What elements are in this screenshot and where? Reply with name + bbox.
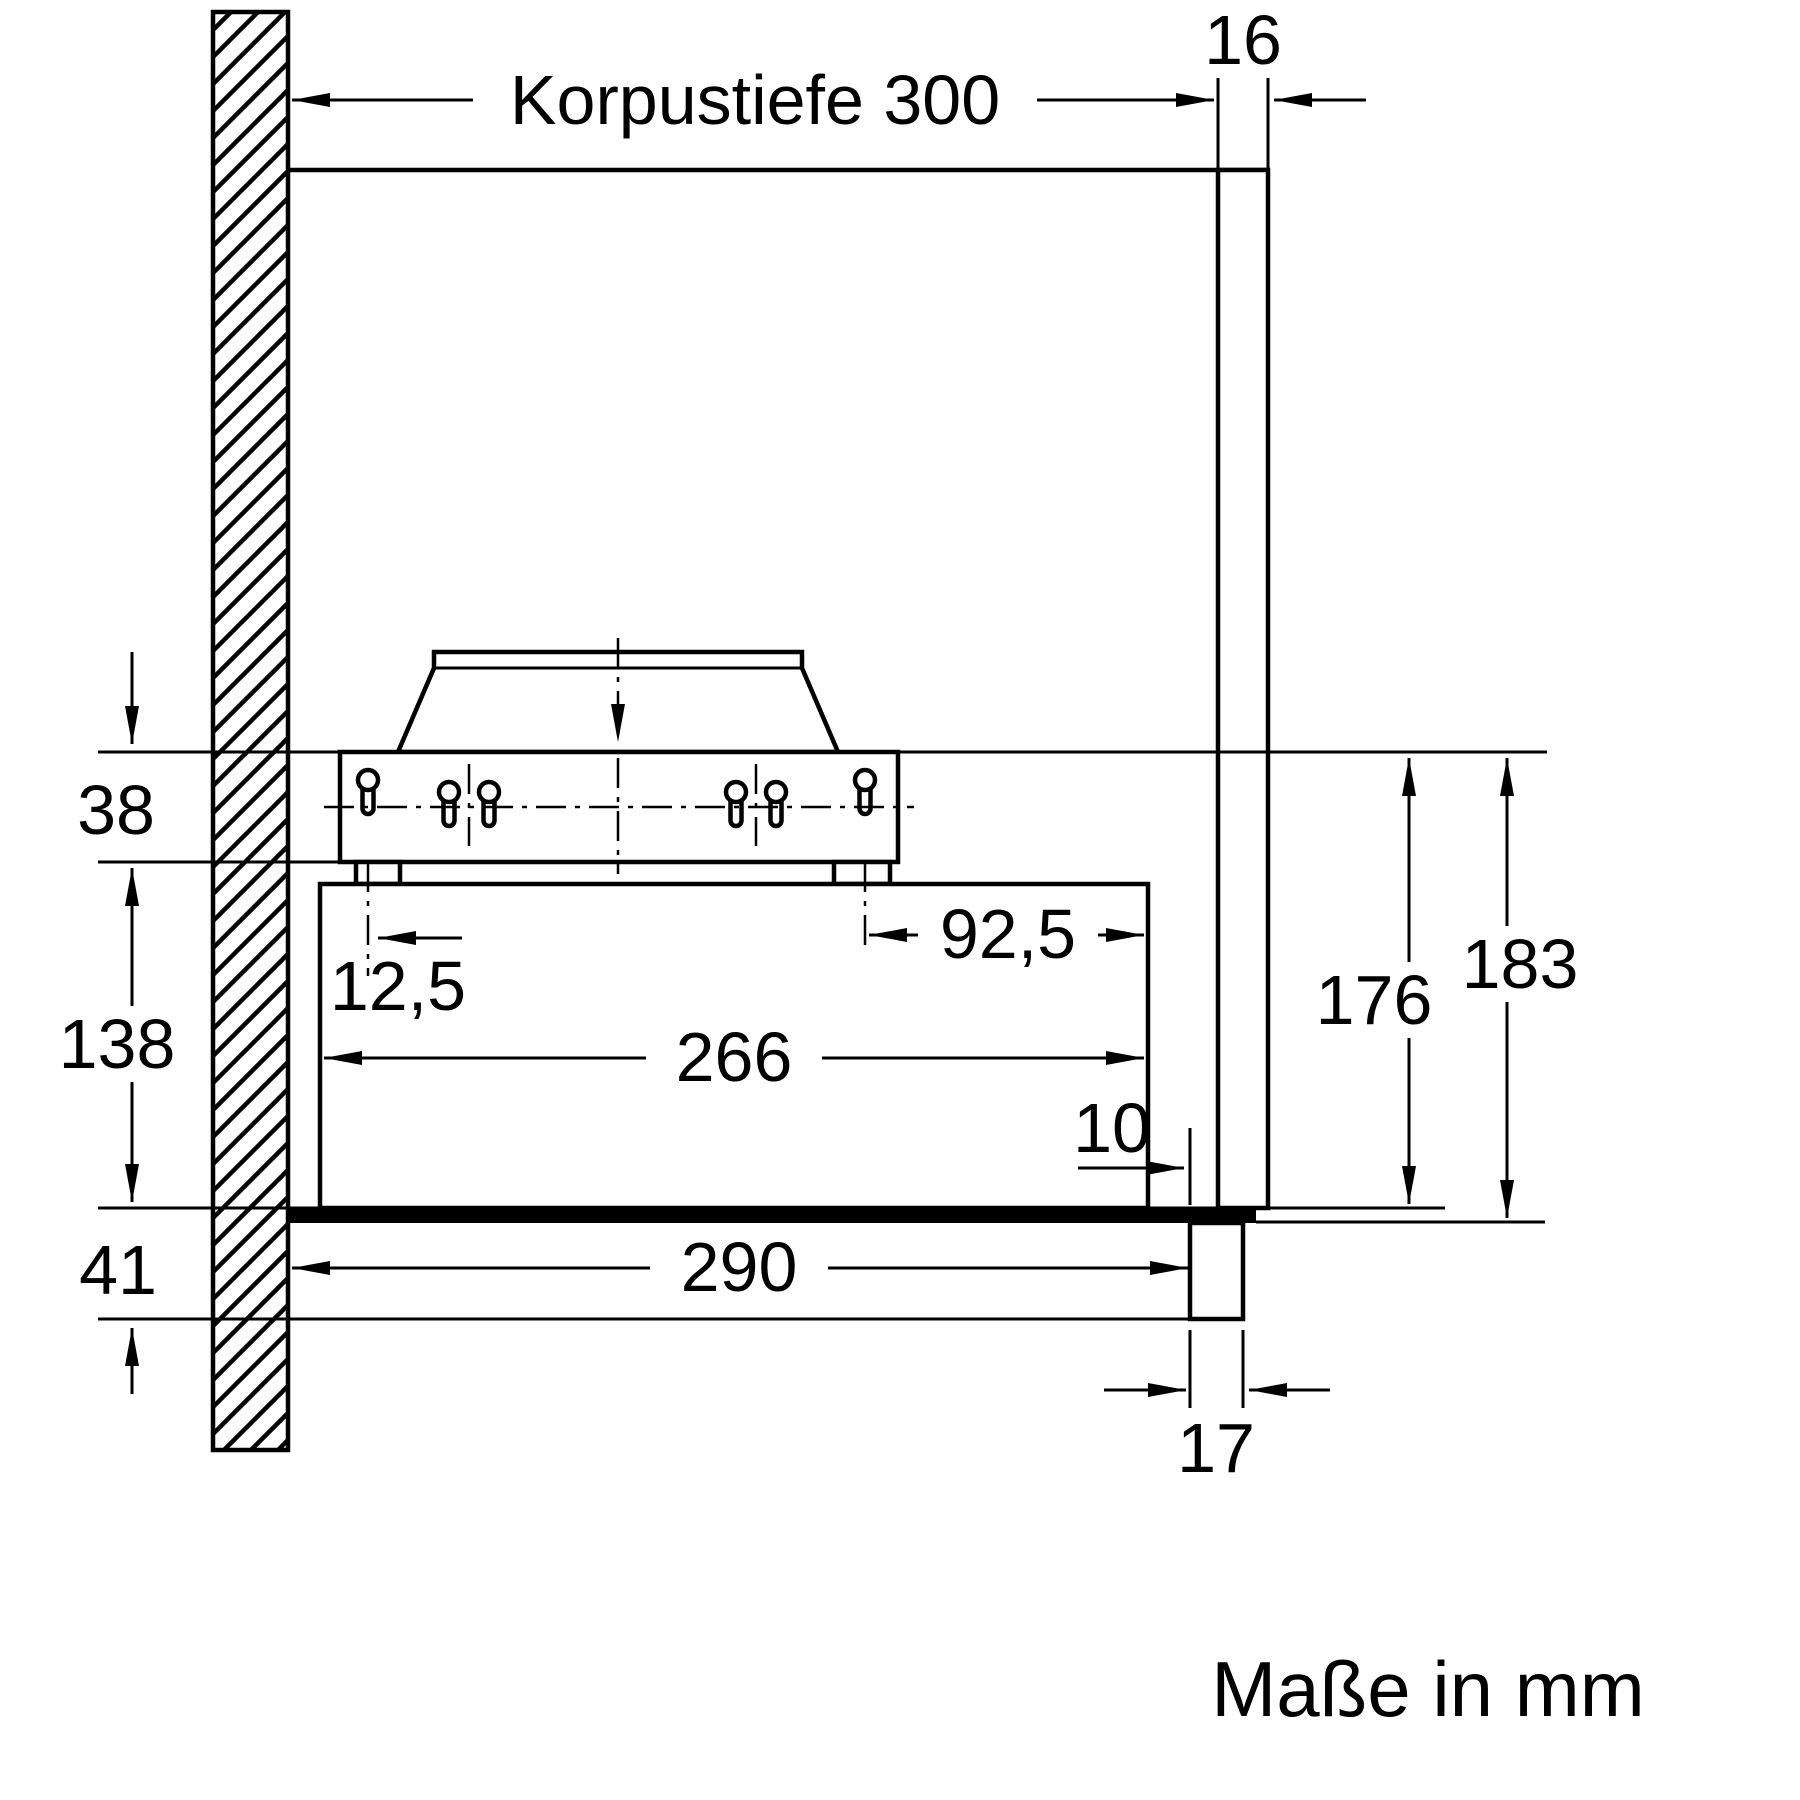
keyhole-circle (476, 779, 502, 805)
dim-label-138: 138 (59, 1005, 176, 1083)
dim-label-266: 266 (676, 1018, 793, 1096)
label-bg (646, 1018, 822, 1096)
dim-92-5: 92,5 (869, 895, 1144, 973)
keyhole-circle (723, 779, 749, 805)
wall-hatch (210, 9, 291, 1453)
label-bg (650, 1228, 828, 1306)
units-note: Maße in mm (1211, 1645, 1644, 1733)
dim-38: 38 (77, 652, 155, 849)
dim-41: 41 (79, 1231, 157, 1394)
keyhole-circle (852, 767, 878, 793)
dim-12-5: 12,5 (330, 931, 466, 1025)
dim-panel-16: 16 (1204, 1, 1366, 170)
dim-138: 138 (32, 868, 202, 1202)
housing-foot-right (831, 859, 893, 887)
dim-290: 290 (292, 1228, 1188, 1306)
dim-10: 10 (1073, 1089, 1192, 1205)
dim-label-16: 16 (1204, 1, 1282, 79)
keyhole-circle (436, 779, 462, 805)
label-bg (1432, 926, 1608, 1002)
dim-label-17: 17 (1177, 1409, 1255, 1487)
label-bg (32, 1006, 202, 1082)
centerlines (324, 638, 914, 976)
keyhole-circle (763, 779, 789, 805)
dim-label-176: 176 (1316, 961, 1433, 1039)
dim-label-92-5: 92,5 (940, 895, 1076, 973)
visor-front-piece (1187, 1220, 1246, 1322)
dim-label-10: 10 (1073, 1089, 1151, 1167)
dim-label-38: 38 (77, 771, 155, 849)
dim-label-290: 290 (681, 1228, 798, 1306)
mounting-keyholes (355, 767, 878, 829)
dim-label-korpustiefe: Korpustiefe 300 (510, 61, 1000, 139)
dim-korpustiefe: Korpustiefe 300 (292, 56, 1214, 144)
dim-266: 266 (324, 1018, 1144, 1096)
dim-183: 183 (1432, 758, 1608, 1218)
label-bg (918, 896, 1098, 972)
wall-section (210, 9, 291, 1453)
dim-17: 17 (1104, 1330, 1330, 1487)
cabinet-front-panel (1215, 167, 1271, 1211)
dim-label-12-5: 12,5 (330, 947, 466, 1025)
keyhole-circle (355, 767, 381, 793)
dim-label-41: 41 (79, 1231, 157, 1309)
dim-label-183: 183 (1462, 925, 1579, 1003)
housing-foot-left (353, 859, 403, 887)
label-bg (473, 56, 1037, 144)
visor-strip (290, 1208, 1256, 1223)
